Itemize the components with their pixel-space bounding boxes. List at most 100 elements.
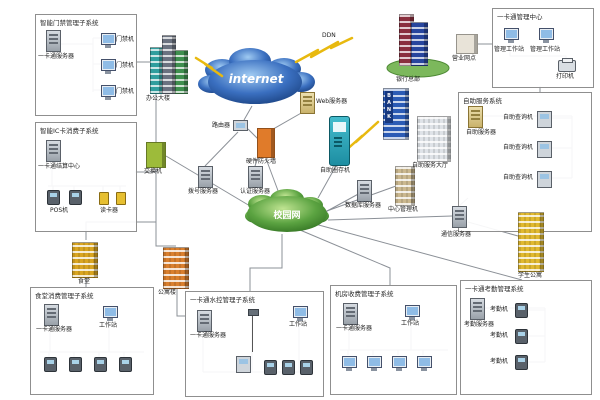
water-terminal-icon <box>300 360 313 375</box>
attend-box-title: 一卡通考勤管理系统 <box>465 285 524 293</box>
access-terminal-label: 门禁机 <box>116 62 135 69</box>
query-machine-label: 自助查询机 <box>503 144 534 151</box>
city-building-icon <box>175 50 188 94</box>
water-server-label: 一卡通服务器 <box>190 332 227 339</box>
room-server-label: 一卡通服务器 <box>336 325 373 332</box>
card-reader-icon <box>116 192 126 205</box>
lightning-links <box>194 36 380 154</box>
pos-terminal-icon <box>119 357 132 372</box>
consume-box-title: 智能IC卡消费子系统 <box>40 127 99 135</box>
campus-cloud <box>245 189 329 232</box>
camera-icon <box>248 309 259 316</box>
attendance-server-label: 考勤服务器 <box>464 321 495 328</box>
deposit-kiosk-label: 自助圈存机 <box>320 167 351 174</box>
attendance-machine-icon <box>515 329 528 344</box>
router-label: 路由器 <box>212 122 231 129</box>
pos-terminal-icon <box>69 190 82 205</box>
reader-label: 读卡器 <box>100 207 119 214</box>
self-server-label: 自助服务器 <box>466 129 497 136</box>
room-terminal-icon <box>342 356 357 371</box>
branch-building-icon <box>456 34 478 54</box>
access-server-label: 一卡通服务器 <box>38 53 75 60</box>
self-service-server-icon <box>468 106 483 128</box>
printer-icon <box>558 58 576 72</box>
access-terminal-icon <box>101 59 116 74</box>
attendance-machine-label: 考勤机 <box>490 332 509 339</box>
card-reader-icon <box>99 192 109 205</box>
attendance-machine-icon <box>515 303 528 318</box>
access-terminal-label: 门禁机 <box>116 36 135 43</box>
canteen-box-title: 食堂消费管理子系统 <box>35 292 94 300</box>
comm-server-icon <box>452 206 467 228</box>
switch-device-icon <box>146 142 166 168</box>
hq-tower-icon <box>399 14 414 66</box>
room-subsystem-box: 机房收费管理子系统 <box>330 285 457 395</box>
firewall-icon <box>257 128 275 158</box>
mgmt-label: 中心管理机 <box>388 206 419 213</box>
attendance-machine-label: 考勤机 <box>490 306 509 313</box>
router-icon <box>233 120 248 131</box>
dialup-server-label: 拨号服务器 <box>188 188 219 195</box>
canteen-server-label: 一卡通服务器 <box>36 326 73 333</box>
city-building-icon <box>150 47 163 94</box>
access-terminal-icon <box>101 85 116 100</box>
hq-label: 银行总部 <box>396 76 421 83</box>
canteen-ws-label: 工作站 <box>99 322 118 329</box>
management-workstation-icon <box>504 28 519 43</box>
firewall-label: 硬件防火墙 <box>246 158 277 165</box>
canteen-server-icon <box>44 304 59 326</box>
auth-server-label: 认证服务器 <box>240 188 271 195</box>
access-terminal-label: 门禁机 <box>116 88 135 95</box>
room-ws-label: 工作站 <box>401 320 420 327</box>
internet-label: internet <box>228 72 284 86</box>
attendance-machine-icon <box>515 355 528 370</box>
pos-label: POS机 <box>50 207 69 214</box>
db-server-icon <box>357 180 372 202</box>
canteen-building-icon <box>72 242 98 278</box>
web-server-icon <box>300 92 315 114</box>
mgmt-building-icon <box>395 166 415 206</box>
access-box-title: 智能门禁管理子系统 <box>40 19 99 27</box>
web-server-label: Web服务器 <box>316 98 348 105</box>
pos-terminal-icon <box>47 190 60 205</box>
consume-subsystem-box: 智能IC卡消费子系统 <box>35 122 137 232</box>
pos-terminal-icon <box>69 357 82 372</box>
city-label: 办公大楼 <box>146 95 171 102</box>
room-server-icon <box>343 303 358 325</box>
service-hall-icon <box>417 116 451 162</box>
canteen-workstation-icon <box>103 306 118 321</box>
room-terminal-icon <box>367 356 382 371</box>
branch-label: 营业网点 <box>452 55 477 62</box>
room-terminal-icon <box>392 356 407 371</box>
access-terminal-icon <box>101 33 116 48</box>
water-controller-icon <box>236 356 251 373</box>
water-terminal-icon <box>264 360 277 375</box>
query-machine-label: 自助查询机 <box>503 114 534 121</box>
dialup-server-icon <box>198 166 213 188</box>
dormitory-label: 学生公寓 <box>518 272 543 279</box>
query-machine-label: 自助查询机 <box>503 174 534 181</box>
attendance-machine-label: 考勤机 <box>490 358 509 365</box>
water-ws-label: 工作站 <box>289 321 308 328</box>
city-building-icon <box>162 35 176 94</box>
ddn-link-label: DDN <box>322 32 336 39</box>
consume-server-label: 一卡通结算中心 <box>38 163 81 170</box>
canteen-building-label: 食堂 <box>78 278 91 285</box>
apartment-building-icon <box>163 247 189 289</box>
hq-tower-icon <box>411 22 428 66</box>
water-workstation-icon <box>293 306 308 321</box>
internet-cloud <box>198 48 315 104</box>
pos-terminal-icon <box>44 357 57 372</box>
management-workstation-icon <box>539 28 554 43</box>
room-workstation-icon <box>405 305 420 320</box>
bank-sign: BANK <box>385 91 393 123</box>
room-terminal-icon <box>417 356 432 371</box>
query-machine-icon <box>537 171 552 188</box>
pos-terminal-icon <box>94 357 107 372</box>
auth-server-icon <box>248 166 263 188</box>
comm-server-label: 通信服务器 <box>441 231 472 238</box>
query-machine-icon <box>537 141 552 158</box>
service-hall-label: 自助服务大厅 <box>412 162 449 169</box>
db-server-label: 数据库服务器 <box>345 202 382 209</box>
